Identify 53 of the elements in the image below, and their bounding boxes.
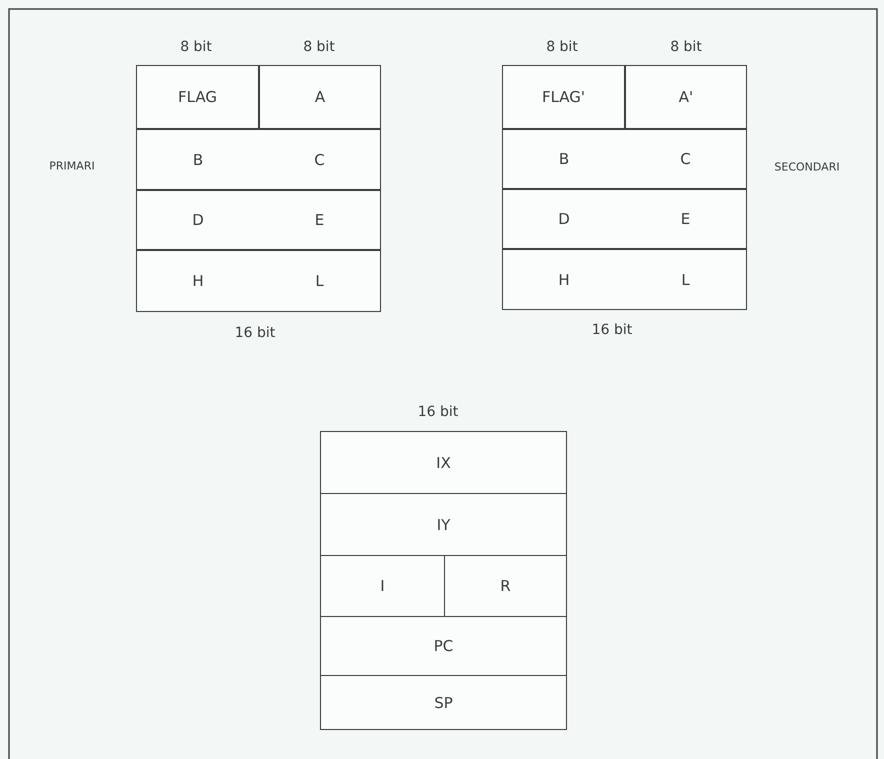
register-group-label: PRIMARI xyxy=(49,160,95,172)
register-name: R xyxy=(500,577,511,595)
register-name: B xyxy=(192,150,204,168)
register-cell xyxy=(625,249,747,310)
register-cell xyxy=(136,129,259,190)
bit-width-label: 16 bit xyxy=(234,325,276,341)
register-cell xyxy=(502,65,625,129)
register-name: H xyxy=(192,272,204,290)
register-name: E xyxy=(680,210,690,228)
register-cell xyxy=(259,65,381,129)
bit-width-label: 8 bit xyxy=(546,39,578,55)
register-name: B xyxy=(558,150,570,168)
register-cell xyxy=(625,65,747,129)
register-name: C xyxy=(314,150,325,168)
bit-width-label: 16 bit xyxy=(592,322,632,338)
register-name: FLAG' xyxy=(542,88,586,106)
register-cell xyxy=(136,65,259,129)
register-cell xyxy=(502,129,625,189)
register-name: E xyxy=(314,211,324,229)
register-cell xyxy=(259,250,381,312)
register-cell xyxy=(259,190,381,250)
register-cell xyxy=(320,675,567,730)
register-cell xyxy=(320,616,567,676)
register-cell xyxy=(320,493,567,556)
register-name: IY xyxy=(436,516,450,534)
register-cell xyxy=(502,249,625,310)
register-cell xyxy=(625,129,747,189)
register-cell xyxy=(625,189,747,249)
register-cell xyxy=(320,431,567,494)
register-name: A xyxy=(314,88,326,106)
register-cell xyxy=(502,189,625,249)
register-name: FLAG xyxy=(178,88,217,106)
register-name: D xyxy=(192,211,204,229)
register-name: L xyxy=(315,272,324,290)
register-cell xyxy=(136,190,259,250)
register-name: C xyxy=(680,150,691,168)
register-name: I xyxy=(380,577,385,595)
register-cell xyxy=(320,555,445,617)
register-name: D xyxy=(558,210,570,228)
register-name: L xyxy=(681,270,690,288)
register-name: IX xyxy=(436,454,451,472)
register-name: SP xyxy=(434,694,453,712)
bit-width-label: 8 bit xyxy=(670,39,702,55)
register-name: PC xyxy=(434,637,454,655)
bit-width-label: 8 bit xyxy=(303,39,335,55)
register-cell xyxy=(259,129,381,190)
bit-width-label: 8 bit xyxy=(180,39,212,55)
register-name: A' xyxy=(678,88,694,106)
register-cell xyxy=(136,250,259,312)
register-cell xyxy=(444,555,567,617)
bit-width-label: 16 bit xyxy=(418,404,458,420)
register-name: H xyxy=(558,270,570,288)
register-group-label: SECONDARI xyxy=(774,160,840,174)
